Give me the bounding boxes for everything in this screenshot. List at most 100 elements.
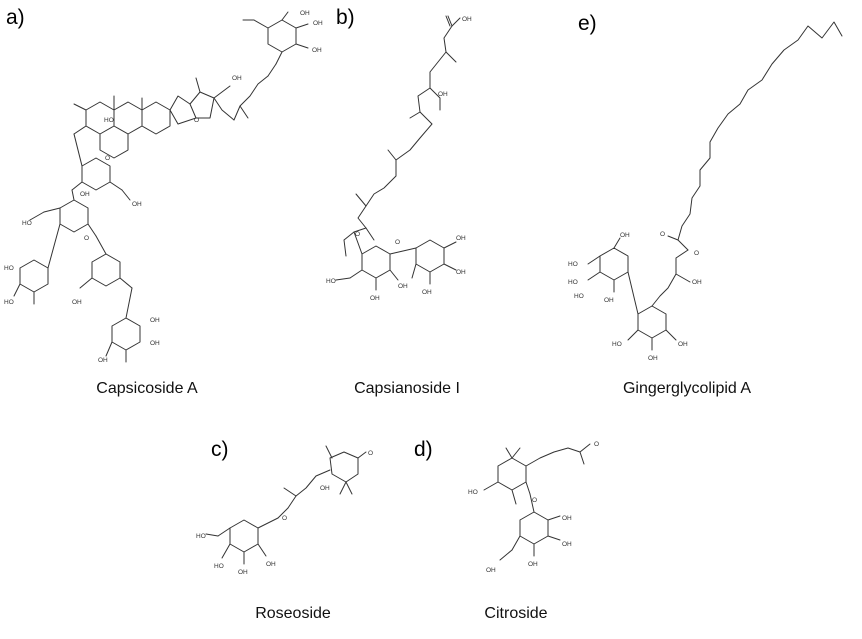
atom-label: O <box>194 117 199 124</box>
bond-line <box>443 263 457 271</box>
atom-label: O <box>84 235 89 242</box>
panel-label-b: b) <box>336 6 355 29</box>
bond-line <box>113 101 143 135</box>
bond-line <box>73 103 87 111</box>
atom-label: O <box>105 155 110 162</box>
atom-label: OH <box>312 47 322 54</box>
bond-line <box>233 75 269 121</box>
bond-line <box>221 543 231 559</box>
atom-label: OH <box>422 289 432 296</box>
bond-line <box>195 77 201 93</box>
bond-line <box>389 247 417 255</box>
bond-line <box>95 235 107 255</box>
bond-line <box>627 271 639 315</box>
bond-line <box>287 469 331 509</box>
compound-name-capsicoside-a: Capsicoside A <box>96 380 198 397</box>
atom-label: HO <box>4 299 14 306</box>
atom-label: OH <box>604 297 614 304</box>
compound-name-gingerglycolipid-a: Gingerglycolipid A <box>622 380 752 397</box>
atom-label: HO <box>214 563 224 570</box>
atom-label: OH <box>150 317 160 324</box>
bond-line <box>257 517 279 529</box>
bond-line <box>445 15 451 27</box>
bond-line <box>339 481 347 495</box>
atom-label: OH <box>232 75 242 82</box>
bond-line <box>295 23 309 29</box>
atom-label: O <box>660 231 665 238</box>
bond-line <box>667 235 679 241</box>
atom-label: HO <box>468 489 478 496</box>
atom-label: OH <box>456 269 466 276</box>
atom-label: OH <box>238 569 248 576</box>
bond-line <box>389 269 399 281</box>
atom-label: HO <box>326 278 336 285</box>
bond-line <box>511 447 521 459</box>
compound-name-citroside: Citroside <box>484 605 548 622</box>
bond-line <box>81 157 111 191</box>
bond-line <box>87 223 97 237</box>
bond-line <box>59 199 89 233</box>
bond-line <box>547 515 561 521</box>
atom-label: HO <box>4 265 14 272</box>
atom-label: OH <box>620 232 630 239</box>
bond-line <box>651 249 689 307</box>
bond-line <box>357 451 367 459</box>
atom-label: OH <box>456 235 466 242</box>
bond-line <box>283 487 297 497</box>
atom-label: HO <box>104 117 114 124</box>
bond-line <box>637 305 667 339</box>
bond-line <box>253 19 269 29</box>
bond-line <box>267 19 297 53</box>
bond-line <box>345 481 353 495</box>
structure-roseoside: O OH O HO HO OH OH <box>196 445 373 576</box>
bond-line <box>295 43 309 49</box>
atom-label: OH <box>150 340 160 347</box>
compound-name-roseoside: Roseoside <box>255 605 331 622</box>
panel-label-a: a) <box>6 6 25 29</box>
bond-line <box>587 255 601 265</box>
atom-label: HO <box>568 279 578 286</box>
bond-line <box>519 511 549 545</box>
atom-label: HO <box>196 533 206 540</box>
atom-label: OH <box>648 355 658 362</box>
bond-line <box>105 341 113 357</box>
bond-line <box>217 527 231 537</box>
bond-line <box>141 101 171 135</box>
bond-line <box>497 457 527 491</box>
bond-line <box>365 227 375 241</box>
panel-label-e: e) <box>578 12 597 35</box>
atom-label: OH <box>300 10 310 17</box>
bond-line <box>111 317 141 351</box>
bond-line <box>47 223 61 269</box>
bond-line <box>125 287 133 319</box>
atom-label: OH <box>528 561 538 568</box>
bond-line <box>415 239 445 273</box>
bond-line <box>13 283 21 297</box>
bond-line <box>547 535 561 541</box>
bond-line <box>79 277 93 289</box>
panel-label-d: d) <box>414 438 433 461</box>
bond-line <box>257 543 267 557</box>
bond-line <box>29 211 45 221</box>
bond-line <box>325 445 333 459</box>
atom-label: OH <box>486 567 496 574</box>
atom-label: O <box>594 441 599 448</box>
bond-line <box>587 271 601 281</box>
atom-label: OH <box>320 485 330 492</box>
bond-line <box>525 481 531 495</box>
bond-line <box>443 25 457 63</box>
atom-label: O <box>282 515 287 522</box>
bond-line <box>267 63 277 77</box>
bond-line <box>361 245 391 279</box>
atom-label: HO <box>22 220 32 227</box>
bond-line <box>387 149 397 161</box>
bond-line <box>329 451 359 483</box>
bond-line <box>579 443 591 453</box>
bond-line <box>505 447 513 459</box>
atom-label: OH <box>438 91 448 98</box>
atom-label: O <box>368 450 373 457</box>
bond-line <box>229 519 259 553</box>
bond-line <box>71 181 83 191</box>
atom-label: HO <box>568 261 578 268</box>
atom-label: OH <box>132 201 142 208</box>
